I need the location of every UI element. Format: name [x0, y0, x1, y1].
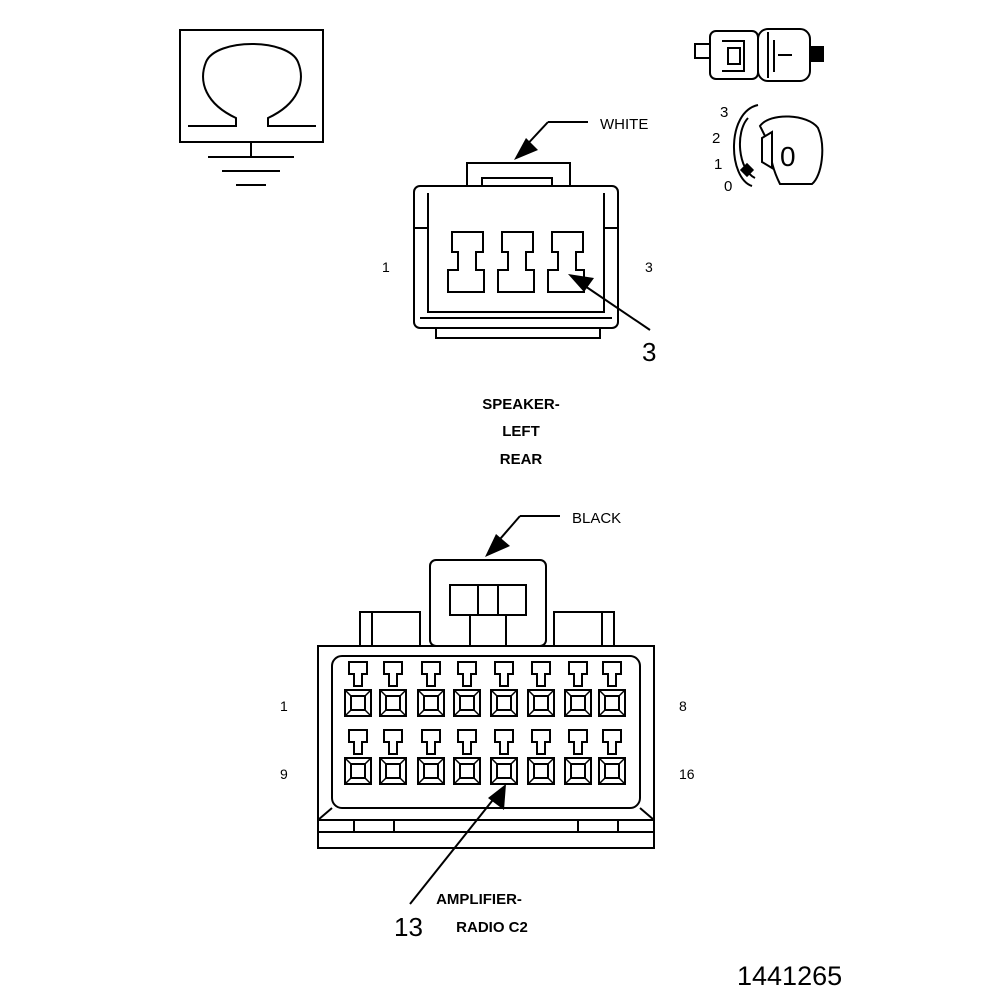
amplifier-pin-top-left: 1: [280, 698, 288, 714]
amplifier-connector: BLACK 1 8 9 16 13 AMPLIFIER-: [280, 510, 695, 942]
amplifier-cavity-11: [417, 729, 445, 785]
speaker-color-label: WHITE: [600, 116, 648, 133]
speaker-name-line-1: SPEAKER-: [482, 396, 560, 413]
amplifier-cavity-row-bottom: [344, 729, 626, 785]
amplifier-cavity-4: [453, 661, 481, 717]
amplifier-cavity-2: [379, 661, 407, 717]
speaker-pin-last: 3: [645, 259, 653, 275]
amplifier-cavity-16: [598, 729, 626, 785]
amplifier-cavity-12: [453, 729, 481, 785]
switch-position-2: 2: [712, 130, 720, 147]
amplifier-cavity-row-top: [344, 661, 626, 717]
amplifier-name-line-2: RADIO C2: [456, 919, 528, 936]
amplifier-pin-bottom-right: 16: [679, 766, 695, 782]
amplifier-pin-bottom-left: 9: [280, 766, 288, 782]
amplifier-cavity-10: [379, 729, 407, 785]
switch-position-0: 0: [724, 178, 732, 195]
speaker-connector: WHITE 1 3 3 SPEAKER- LEFT REAR: [382, 116, 656, 468]
amplifier-cavity-5: [490, 661, 518, 717]
amplifier-cavity-9: [344, 729, 372, 785]
speaker-name-line-2: LEFT: [502, 423, 540, 440]
switch-position-1: 1: [714, 156, 722, 173]
connector-plug-icon: [694, 28, 824, 82]
amplifier-callout-pin: 13: [394, 912, 423, 942]
amplifier-cavity-7: [564, 661, 592, 717]
speaker-callout-pin: 3: [642, 337, 656, 367]
amplifier-pin-top-right: 8: [679, 698, 687, 714]
switch-position-3: 3: [720, 104, 728, 121]
speaker-name-line-3: REAR: [500, 451, 543, 468]
ignition-key-icon: 3 2 1 0 0: [712, 104, 824, 195]
key-label: 0: [780, 141, 796, 172]
amplifier-cavity-1: [344, 661, 372, 717]
amplifier-cavity-13: [490, 729, 518, 785]
figure-number: 1441265: [737, 961, 842, 991]
amplifier-cavity-8: [598, 661, 626, 717]
ohm-ground-icon: [179, 29, 324, 186]
amplifier-name-line-1: AMPLIFIER-: [436, 891, 522, 908]
amplifier-cavity-14: [527, 729, 555, 785]
amplifier-cavity-3: [417, 661, 445, 717]
speaker-pin-first: 1: [382, 259, 390, 275]
amplifier-cavity-15: [564, 729, 592, 785]
amplifier-color-label: BLACK: [572, 510, 621, 527]
amplifier-cavity-6: [527, 661, 555, 717]
